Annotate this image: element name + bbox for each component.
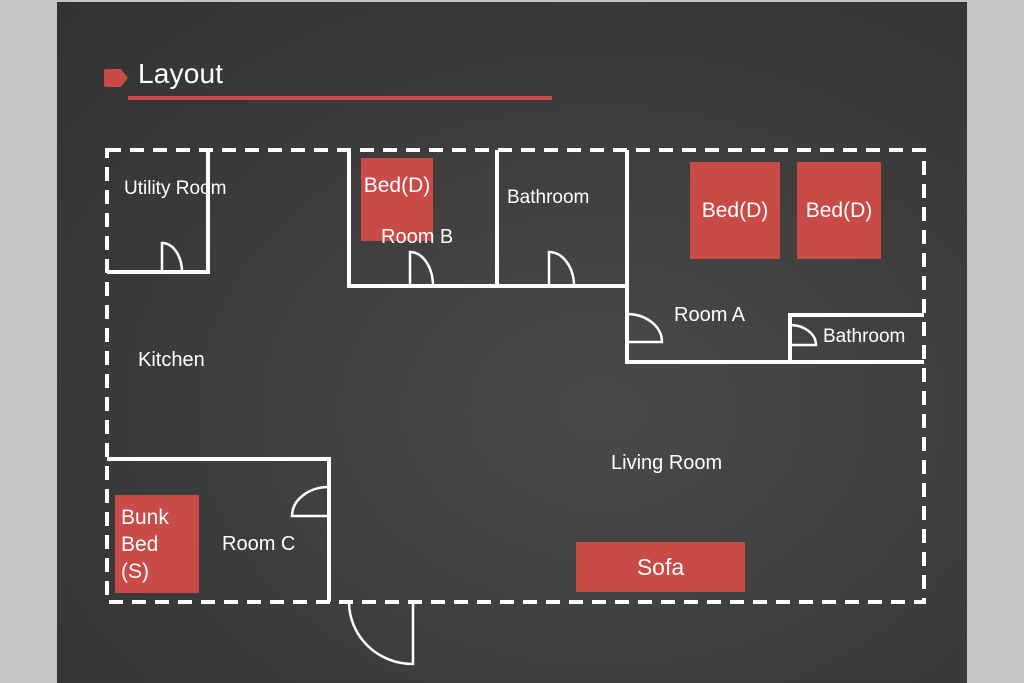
header-marker-icon bbox=[104, 69, 128, 87]
room-label-utility-room: Utility Room bbox=[124, 178, 227, 199]
bunk-bed-label-line1: Bunk bbox=[121, 505, 169, 529]
bed-room-a-2: Bed(D) bbox=[797, 162, 881, 259]
room-label-bathroom-top: Bathroom bbox=[507, 187, 590, 208]
bunk-bed-label-line2: Bed bbox=[121, 532, 159, 556]
bed-room-a-2-label: Bed(D) bbox=[805, 198, 873, 222]
bathroom-a-door-icon bbox=[789, 323, 818, 347]
room-a-wall bbox=[625, 150, 924, 364]
room-label-room-b: Room B bbox=[381, 226, 454, 248]
room-c-door-icon bbox=[290, 485, 330, 518]
room-a-door-icon bbox=[626, 312, 664, 344]
sofa-label: Sofa bbox=[636, 553, 685, 580]
room-label-room-c: Room C bbox=[222, 533, 296, 555]
bed-room-a-1: Bed(D) bbox=[690, 162, 780, 259]
bunk-bed-label-line3: (S) bbox=[121, 559, 149, 583]
room-label-room-a: Room A bbox=[674, 304, 746, 326]
room-b-wall bbox=[347, 150, 629, 288]
sofa: Sofa bbox=[576, 542, 745, 592]
outer-boundary bbox=[105, 148, 926, 604]
utility-room-wall bbox=[107, 150, 210, 274]
title-underline bbox=[128, 96, 552, 100]
room-label-living-room: Living Room bbox=[611, 452, 723, 474]
room-label-kitchen: Kitchen bbox=[138, 349, 205, 371]
room-c-wall bbox=[107, 457, 331, 602]
room-b-door-icon bbox=[408, 250, 435, 287]
bed-room-b: Bed(D) bbox=[361, 158, 433, 241]
bed-room-a-1-label: Bed(D) bbox=[701, 198, 769, 222]
bathroom-a-wall bbox=[788, 313, 924, 362]
bathroom-top-door-icon bbox=[547, 250, 576, 287]
bed-room-b-label: Bed(D) bbox=[363, 174, 431, 197]
bunk-bed: Bunk Bed (S) bbox=[115, 495, 199, 593]
entrance-door-icon bbox=[347, 601, 415, 666]
utility-room-door-icon bbox=[160, 241, 184, 273]
room-label-bathroom-a: Bathroom bbox=[823, 326, 906, 347]
page-title: Layout bbox=[138, 58, 224, 89]
